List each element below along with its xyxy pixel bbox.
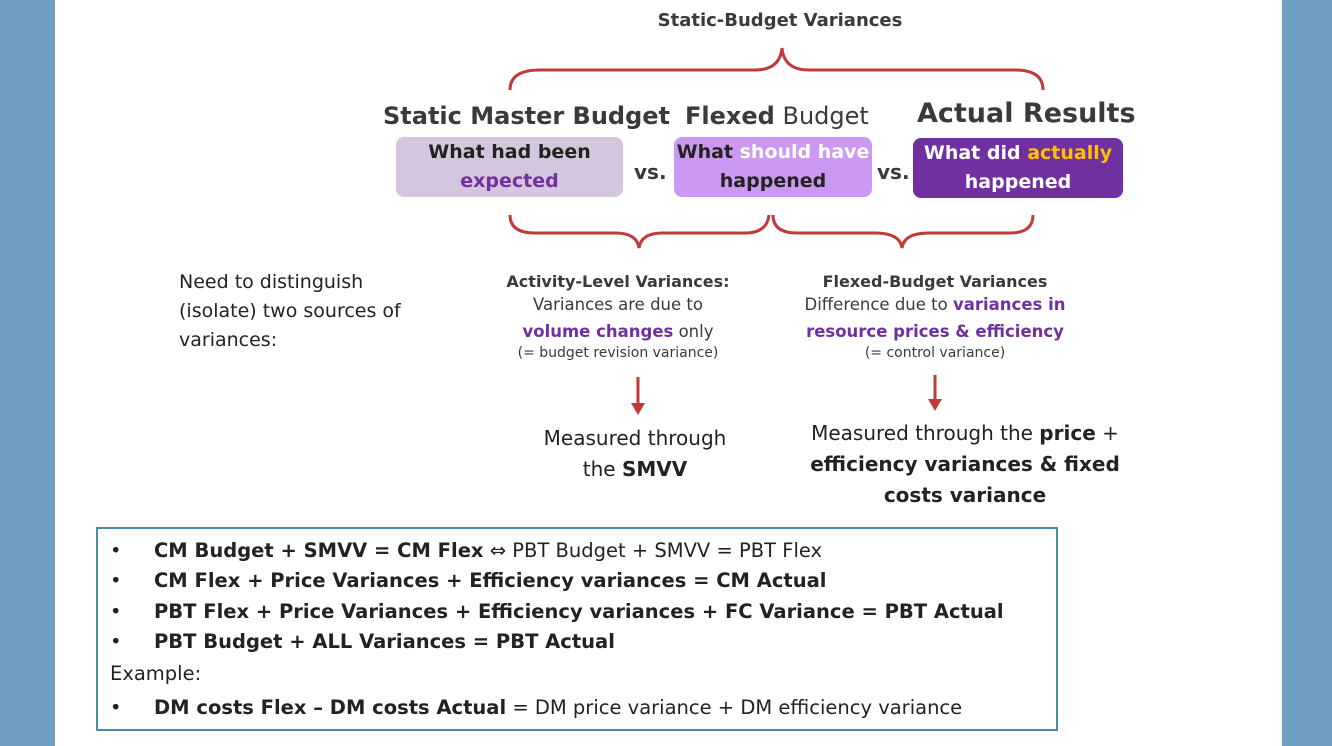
vs-1: vs.	[634, 160, 667, 184]
activity-measure: Measured through the SMVV	[543, 426, 727, 481]
formula-line-3: •PBT Flex + Price Variances + Efficiency…	[110, 600, 1004, 623]
activity-arrow-head	[631, 403, 645, 415]
formula-line-5: •DM costs Flex – DM costs Actual = DM pr…	[110, 696, 963, 719]
flexed-variances-text: Flexed-Budget Variances Difference due t…	[804, 272, 1066, 361]
static-box-line2: expected	[460, 170, 559, 192]
slide: Static-Budget Variances Static Master Bu…	[55, 0, 1282, 746]
static-box-line1: What had been	[428, 141, 591, 163]
flexed-box: What should have happened	[674, 137, 872, 197]
activity-brace	[508, 214, 771, 249]
flexed-measure: Measured through the price + efficiency …	[810, 421, 1120, 507]
flexed-brace	[771, 214, 1035, 249]
formula-line-2: •CM Flex + Price Variances + Efficiency …	[110, 569, 827, 592]
static-box: What had been expected	[396, 137, 623, 197]
actual-box: What did actually happened	[913, 138, 1123, 198]
actual-box-line2: happened	[964, 171, 1072, 193]
left-explanation: Need to distinguish (isolate) two source…	[179, 271, 401, 351]
flexed-box-line2: happened	[719, 170, 827, 192]
actual-box-line1: What did actually	[923, 142, 1113, 164]
static-title: Static Master Budget	[383, 102, 671, 130]
activity-variances: Activity-Level Variances: Variances are …	[506, 272, 730, 361]
formula-line-4: •PBT Budget + ALL Variances = PBT Actual	[110, 630, 615, 653]
top-title: Static-Budget Variances	[657, 10, 903, 31]
actual-title: Actual Results	[917, 98, 1136, 129]
flexed-title: Flexed Budget	[685, 102, 869, 130]
flexed-box-line1: What should have	[676, 141, 870, 163]
formula-line-1: •CM Budget + SMVV = CM Flex ⇔ PBT Budget…	[110, 539, 823, 562]
braces-and-arrows	[508, 47, 1045, 415]
vs-2: vs.	[877, 160, 910, 184]
top-brace	[508, 47, 1045, 91]
example-label: Example:	[110, 662, 202, 685]
flexed-arrow-head	[928, 399, 942, 411]
formula-box: •CM Budget + SMVV = CM Flex ⇔ PBT Budget…	[96, 527, 1058, 731]
